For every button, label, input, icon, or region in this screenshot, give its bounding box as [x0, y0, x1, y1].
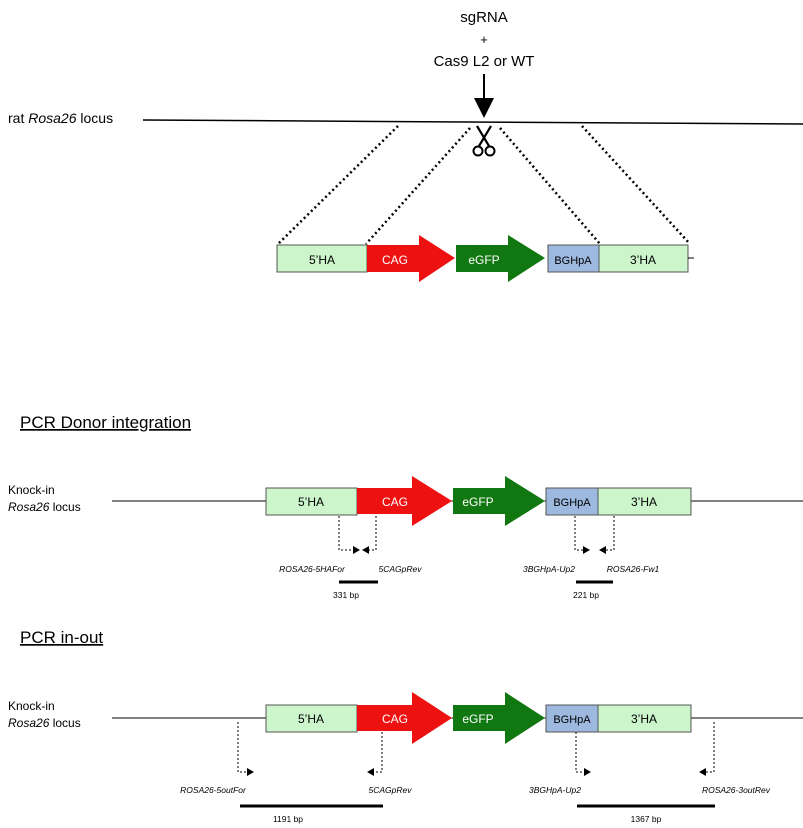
bghpa-label: BGHpA [553, 714, 591, 726]
section1-locus-line1: Knock-in [8, 483, 55, 497]
section1-locus-line2: Rosa26 locus [8, 500, 81, 514]
egfp-arrow [453, 476, 545, 526]
primer-arrow [575, 732, 584, 773]
cas9-label: Cas9 L2 or WT [434, 53, 535, 70]
cag-label: CAG [382, 712, 408, 726]
ha3-box [597, 704, 692, 733]
ha5-box [265, 704, 358, 733]
egfp-arrow [453, 692, 545, 744]
primer-label: ROSA26-Fw1 [607, 564, 660, 574]
egfp-arrow [456, 235, 545, 282]
primer-arrow [606, 516, 615, 551]
targeting-scheme: sgRNA + Cas9 L2 or WT rat Rosa26 locus 5… [8, 9, 803, 282]
section2-cassette: 5’HA CAG eGFP BGHpA 3’HA [265, 692, 692, 744]
primer-arrow [369, 516, 377, 551]
section2-locus-italic: Rosa26 [8, 716, 50, 730]
homology-lines [277, 125, 691, 245]
primer-arrow [374, 732, 383, 773]
section2-locus-line1: Knock-in [8, 699, 55, 713]
sgrna-label: sgRNA [460, 9, 508, 26]
product-label: 331 bp [333, 590, 359, 600]
section1-locus-italic: Rosa26 [8, 500, 50, 514]
locus-italic: Rosa26 [28, 110, 76, 126]
section1-title: PCR Donor integration [20, 413, 191, 432]
section2-locus-suffix: locus [49, 716, 80, 730]
primer-label: 3BGHpA-Up2 [529, 785, 581, 795]
primer-arrow [338, 516, 353, 551]
primer-label: ROSA26-5outFor [180, 785, 247, 795]
section-in-out: PCR in-out Knock-in Rosa26 locus 5’HA CA… [8, 628, 803, 824]
primer-label: ROSA26-5HAFor [279, 564, 346, 574]
ha3-label: 3’HA [631, 495, 657, 509]
section2-primers [237, 722, 715, 776]
ha5-box [265, 487, 358, 516]
cag-label: CAG [382, 495, 408, 509]
ha3-label: 3’HA [631, 712, 657, 726]
bghpa-label: BGHpA [554, 255, 592, 267]
primer-label: 5CAGpRev [369, 785, 413, 795]
ha3-box [598, 244, 689, 273]
bghpa-box [545, 704, 599, 733]
rat-locus-line [142, 119, 803, 125]
product-label: 1367 bp [631, 814, 662, 824]
locus-suffix: locus [77, 110, 114, 126]
primer-label: 5CAGpRev [379, 564, 423, 574]
ha5-label: 5’HA [298, 712, 324, 726]
donor-cassette: 5’HA CAG eGFP BGHpA 3’HA [276, 235, 694, 282]
locus-prefix: rat [8, 110, 28, 126]
primer-label: ROSA26-3outRev [702, 785, 771, 795]
rat-locus-label: rat Rosa26 locus [8, 110, 113, 126]
cag-arrow [357, 476, 452, 526]
section2-locus-line2: Rosa26 locus [8, 716, 81, 730]
section1-locus-suffix: locus [49, 500, 80, 514]
egfp-label: eGFP [462, 495, 493, 509]
bghpa-label: BGHpA [553, 497, 591, 509]
plus-label: + [480, 32, 488, 47]
primer-arrow [237, 722, 247, 773]
ha5-label: 5’HA [309, 253, 335, 267]
product-label: 221 bp [573, 590, 599, 600]
section1-primers [338, 516, 615, 554]
primer-arrow [574, 516, 583, 551]
egfp-label: eGFP [462, 712, 493, 726]
scissors-icon [472, 125, 496, 157]
primer-label: 3BGHpA-Up2 [523, 564, 575, 574]
cag-label: CAG [382, 253, 408, 267]
cag-arrow [367, 235, 455, 282]
ha3-label: 3’HA [630, 253, 656, 267]
ha3-box [597, 487, 692, 516]
section-donor-integration: PCR Donor integration Knock-in Rosa26 lo… [8, 413, 803, 600]
primer-arrow [706, 722, 715, 773]
section1-cassette: 5’HA CAG eGFP BGHpA 3’HA [265, 476, 692, 526]
bghpa-box [547, 244, 600, 273]
egfp-label: eGFP [468, 253, 499, 267]
product-label: 1191 bp [273, 814, 303, 824]
ha5-label: 5’HA [298, 495, 324, 509]
cag-arrow [357, 692, 452, 744]
section2-title: PCR in-out [20, 628, 103, 647]
